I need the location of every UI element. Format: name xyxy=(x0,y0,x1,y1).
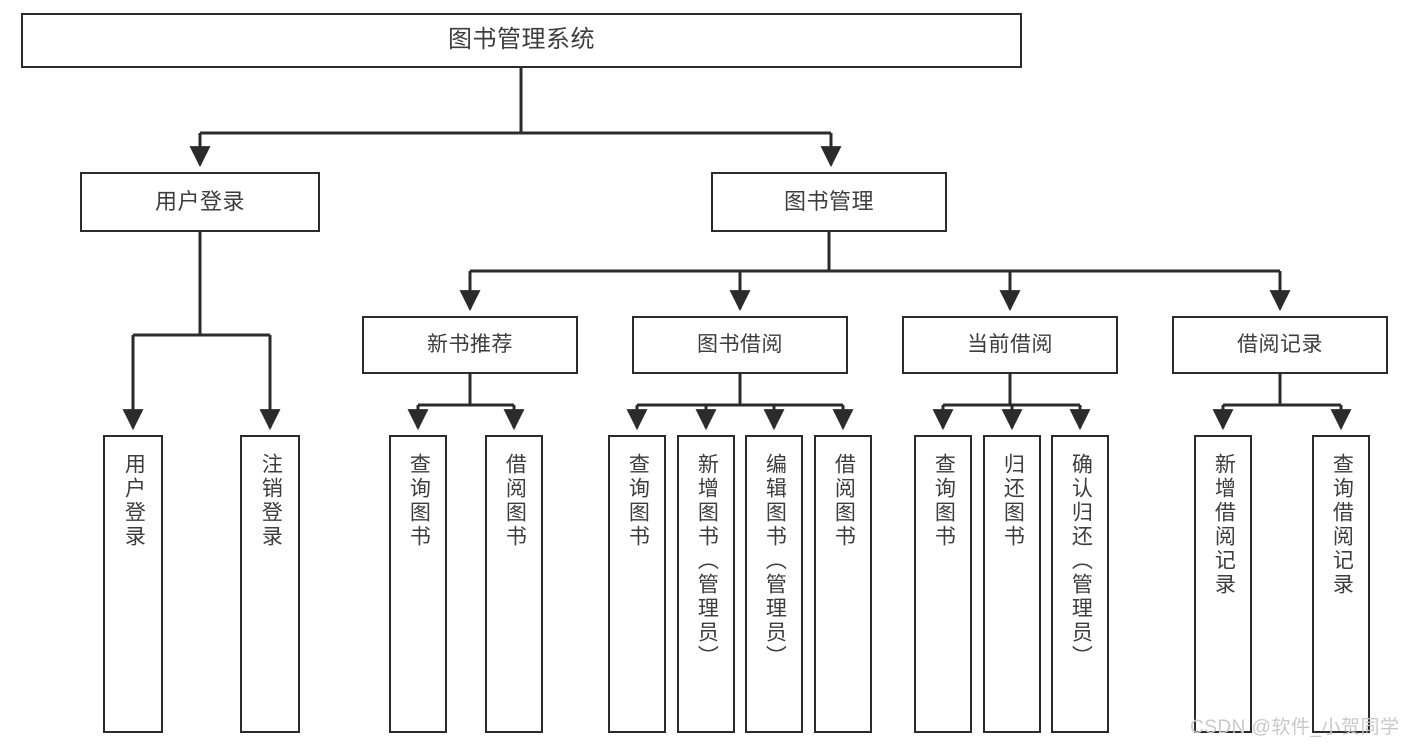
leaf-query-book-current[interactable]: 查询图书 xyxy=(914,435,972,733)
node-new-book-recommend[interactable]: 新书推荐 xyxy=(362,316,578,374)
leaf-query-book-borrow-label: 查询图书 xyxy=(626,453,650,549)
leaf-confirm-return-admin-label: 确认归还（管理员） xyxy=(1069,453,1093,669)
leaf-logout-label: 注销登录 xyxy=(259,453,283,549)
leaf-query-borrow-record-label: 查询借阅记录 xyxy=(1330,453,1354,597)
leaf-borrow-book-newbook[interactable]: 借阅图书 xyxy=(485,435,543,733)
node-user-login-label: 用户登录 xyxy=(154,189,245,215)
leaf-user-login-label: 用户登录 xyxy=(122,453,146,549)
node-book-management-label: 图书管理 xyxy=(783,189,874,215)
leaf-confirm-return-admin[interactable]: 确认归还（管理员） xyxy=(1051,435,1109,733)
leaf-edit-book-admin-label: 编辑图书（管理员） xyxy=(763,453,787,669)
leaf-query-borrow-record[interactable]: 查询借阅记录 xyxy=(1312,435,1370,733)
leaf-return-book-label: 归还图书 xyxy=(1001,453,1025,549)
leaf-query-book-current-label: 查询图书 xyxy=(932,453,956,549)
leaf-borrow-book[interactable]: 借阅图书 xyxy=(814,435,872,733)
node-book-borrow-label: 图书借阅 xyxy=(697,332,783,356)
leaf-add-book-admin[interactable]: 新增图书（管理员） xyxy=(677,435,735,733)
leaf-query-book-newbook[interactable]: 查询图书 xyxy=(389,435,447,733)
leaf-add-borrow-record[interactable]: 新增借阅记录 xyxy=(1194,435,1252,733)
leaf-edit-book-admin[interactable]: 编辑图书（管理员） xyxy=(745,435,803,733)
leaf-borrow-book-label: 借阅图书 xyxy=(832,453,856,549)
node-new-book-recommend-label: 新书推荐 xyxy=(427,332,513,356)
node-book-management[interactable]: 图书管理 xyxy=(711,172,947,232)
leaf-add-borrow-record-label: 新增借阅记录 xyxy=(1212,453,1236,597)
leaf-query-book-newbook-label: 查询图书 xyxy=(407,453,431,549)
node-current-borrow[interactable]: 当前借阅 xyxy=(902,316,1118,374)
node-book-borrow[interactable]: 图书借阅 xyxy=(632,316,848,374)
leaf-query-book-borrow[interactable]: 查询图书 xyxy=(608,435,666,733)
leaf-return-book[interactable]: 归还图书 xyxy=(983,435,1041,733)
watermark: CSDN @软件_小贺同学 xyxy=(1190,717,1400,738)
node-root-label: 图书管理系统 xyxy=(448,26,595,54)
node-current-borrow-label: 当前借阅 xyxy=(967,332,1053,356)
node-root[interactable]: 图书管理系统 xyxy=(21,13,1022,68)
leaf-borrow-book-newbook-label: 借阅图书 xyxy=(503,453,527,549)
leaf-logout[interactable]: 注销登录 xyxy=(240,435,300,733)
leaf-add-book-admin-label: 新增图书（管理员） xyxy=(695,453,719,669)
leaf-user-login[interactable]: 用户登录 xyxy=(103,435,163,733)
node-borrow-records[interactable]: 借阅记录 xyxy=(1172,316,1388,374)
node-borrow-records-label: 借阅记录 xyxy=(1237,332,1323,356)
node-user-login[interactable]: 用户登录 xyxy=(80,172,320,232)
